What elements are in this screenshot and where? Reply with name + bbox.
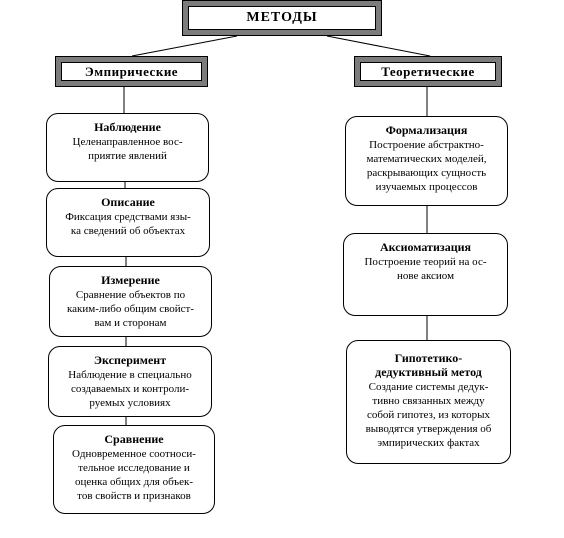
root-label: МЕТОДЫ [188, 6, 376, 30]
method-comparison: Сравнение Одновременное соотноси-тельное… [53, 425, 215, 514]
root-node: МЕТОДЫ [182, 0, 382, 36]
method-observation: Наблюдение Целенаправленное вос-приятие … [46, 113, 209, 182]
method-title: Гипотетико-дедуктивный метод [375, 351, 482, 379]
method-description-item: Описание Фиксация средствами язы-ка свед… [46, 188, 210, 257]
method-axiomatization: Аксиоматизация Построение теорий на ос-н… [343, 233, 508, 316]
method-description: Целенаправленное вос-приятие явлений [72, 136, 183, 162]
method-description: Создание системы дедук-тивно связанных м… [365, 381, 492, 449]
method-description: Одновременное соотноси-тельное исследова… [72, 448, 196, 502]
method-description: Построение абстрактно-математических мод… [366, 139, 487, 193]
method-description: Фиксация средствами язы-ка сведений об о… [65, 211, 191, 237]
branch-theoretical-label: Теоретические [360, 62, 496, 81]
branch-empirical: Эмпирические [55, 56, 208, 87]
method-title: Аксиоматизация [379, 240, 472, 254]
method-title: Наблюдение [94, 120, 161, 134]
branch-empirical-label: Эмпирические [61, 62, 202, 81]
method-title: Сравнение [104, 432, 164, 446]
method-description: Построение теорий на ос-нове аксиом [364, 256, 487, 282]
method-formalization: Формализация Построение абстрактно-матем… [345, 116, 508, 206]
method-hypothetico-deductive: Гипотетико-дедуктивный метод Создание си… [346, 340, 511, 464]
method-title: Описание [101, 195, 155, 209]
branch-theoretical: Теоретические [354, 56, 502, 87]
method-title: Формализация [385, 123, 468, 137]
method-title: Измерение [101, 273, 160, 287]
method-title: Эксперимент [93, 353, 167, 367]
